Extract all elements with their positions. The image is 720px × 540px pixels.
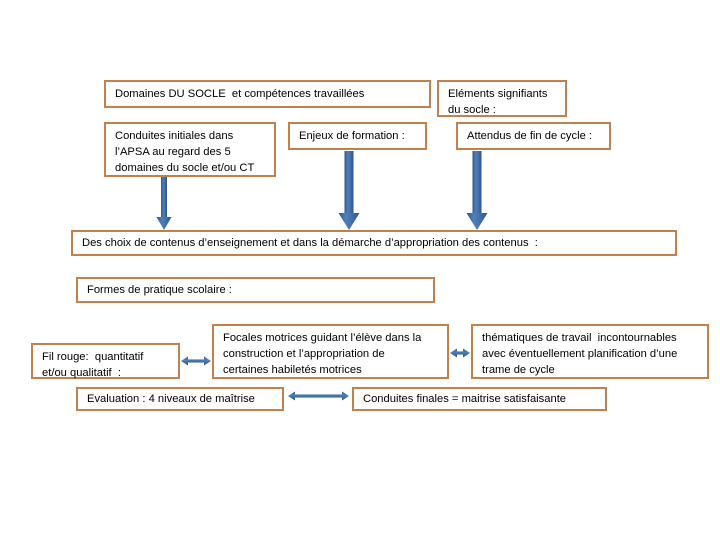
box-focales-motrices: Focales motrices guidant l’élève dans la… xyxy=(212,324,449,379)
arrow-filrouge-focales-icon xyxy=(181,356,211,366)
arrow-focales-thematiques-icon xyxy=(450,348,470,358)
box-elements-signifiants: Eléments signifiants du socle : xyxy=(437,80,567,117)
box-des-choix-de-contenus: Des choix de contenus d’enseignement et … xyxy=(71,230,677,256)
box-enjeux-de-formation: Enjeux de formation : xyxy=(288,122,427,150)
arrow-evaluation-conduites-icon xyxy=(288,391,349,401)
box-conduites-finales: Conduites finales = maitrise satisfaisan… xyxy=(352,387,607,411)
box-conduites-initiales: Conduites initiales dans l’APSA au regar… xyxy=(104,122,276,177)
box-domaines-du-socle: Domaines DU SOCLE et compétences travail… xyxy=(104,80,431,108)
box-evaluation: Evaluation : 4 niveaux de maîtrise xyxy=(76,387,284,411)
arrow-attendus-to-choix-icon xyxy=(466,151,488,230)
arrow-enjeux-to-choix-icon xyxy=(338,151,360,230)
box-formes-de-pratique: Formes de pratique scolaire : xyxy=(76,277,435,303)
box-fil-rouge: Fil rouge: quantitatif et/ou qualitatif … xyxy=(31,343,180,379)
arrow-conduites-to-choix-icon xyxy=(156,177,172,230)
box-thematiques-de-travail: thématiques de travail incontournables a… xyxy=(471,324,709,379)
box-attendus-fin-de-cycle: Attendus de fin de cycle : xyxy=(456,122,611,150)
